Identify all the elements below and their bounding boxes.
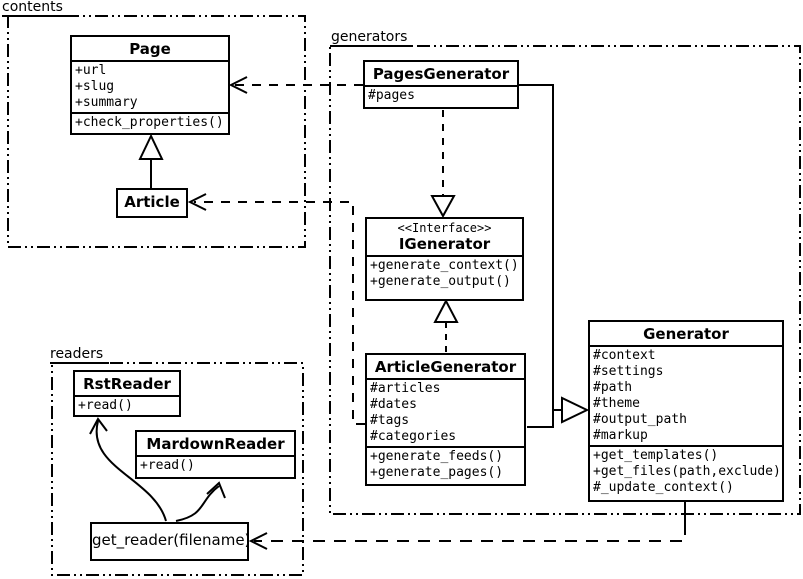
method-row: +read() — [78, 398, 133, 413]
class-rstreader-title: RstReader — [83, 375, 171, 393]
attribute-row: #pages — [368, 88, 415, 103]
class-article-title: Article — [124, 193, 180, 211]
attribute-row: #settings — [593, 364, 664, 379]
method-row: +read() — [140, 458, 195, 473]
package-label-readers: readers — [50, 347, 110, 364]
class-pagesgenerator-attributes: #pages — [365, 85, 517, 105]
arrowhead-open-getreader — [248, 532, 268, 550]
edge-getreader-to-rstreader — [95, 420, 167, 522]
method-row: +generate_output() — [370, 274, 511, 289]
arrowhead-open-rstreader — [89, 417, 108, 435]
arrowhead-triangle-page — [138, 133, 164, 160]
class-articlegenerator-title: ArticleGenerator — [374, 358, 517, 376]
method-row: +get_files(path,exclude) — [593, 464, 781, 479]
edge-articlegenerator-uses-article — [194, 201, 365, 425]
class-articlegenerator: ArticleGenerator #articles #dates #tags … — [365, 353, 526, 486]
class-mardownreader-title: MardownReader — [146, 435, 285, 453]
package-border-generators — [329, 45, 801, 515]
class-generator-title: Generator — [643, 325, 729, 343]
class-generator: Generator #context #settings #path #them… — [588, 320, 784, 502]
attribute-row: +url — [75, 63, 107, 78]
package-label-generators: generators — [331, 30, 414, 47]
method-row: +generate_pages() — [370, 465, 504, 480]
class-articlegenerator-attributes: #articles #dates #tags #categories — [367, 378, 524, 446]
class-page: Page +url +slug +summary +check_properti… — [70, 35, 230, 135]
class-igenerator: <<Interface>> IGenerator +generate_conte… — [365, 217, 524, 301]
edge-getreader-to-mardownreader — [175, 485, 220, 522]
method-row: #_update_context() — [593, 480, 734, 495]
package-label-contents: contents — [2, 0, 69, 17]
class-mardownreader: MardownReader +read() — [135, 430, 296, 479]
attribute-row: #output_path — [593, 412, 687, 427]
arrowhead-triangle-igenerator-top — [430, 195, 456, 219]
class-mardownreader-methods: +read() — [137, 455, 294, 475]
method-row: +get_templates() — [593, 448, 719, 463]
attribute-row: +summary — [75, 95, 138, 110]
package-border-readers — [51, 362, 304, 576]
attribute-row: #context — [593, 348, 656, 363]
attribute-row: #articles — [370, 381, 441, 396]
arrowhead-open-page — [228, 76, 248, 94]
attribute-row: #theme — [593, 396, 640, 411]
arrowhead-triangle-generator — [561, 396, 590, 424]
class-igenerator-title: IGenerator — [398, 235, 491, 253]
class-generator-attributes: #context #settings #path #theme #output_… — [590, 345, 782, 445]
attribute-row: #categories — [370, 429, 457, 444]
arrowhead-open-article — [187, 193, 207, 211]
edge-generator-uses-getreader — [254, 523, 686, 542]
package-border-contents — [7, 15, 306, 248]
attribute-row: #path — [593, 380, 633, 395]
attribute-row: #tags — [370, 413, 410, 428]
method-row: +generate_context() — [370, 258, 519, 273]
class-rstreader-methods: +read() — [75, 395, 179, 415]
class-page-methods: +check_properties() — [72, 112, 228, 132]
attribute-row: +slug — [75, 79, 115, 94]
function-get-reader: get_reader(filename) — [90, 522, 249, 561]
method-row: +check_properties() — [75, 115, 224, 130]
attribute-row: #dates — [370, 397, 417, 412]
arrowhead-triangle-igenerator-bottom — [433, 298, 459, 323]
class-generator-methods: +get_templates() +get_files(path,exclude… — [590, 445, 782, 497]
method-row: +generate_feeds() — [370, 449, 504, 464]
class-article: Article — [116, 188, 188, 218]
class-pagesgenerator-title: PagesGenerator — [372, 65, 510, 83]
class-page-title: Page — [129, 40, 171, 58]
attribute-row: #markup — [593, 428, 648, 443]
class-igenerator-stereotype: <<Interface>> — [397, 221, 492, 235]
arrowhead-open-mardownreader — [206, 481, 226, 499]
function-get-reader-label: get_reader(filename) — [92, 531, 249, 549]
class-rstreader: RstReader +read() — [73, 370, 181, 417]
class-igenerator-methods: +generate_context() +generate_output() — [367, 255, 522, 291]
edge-pagesgenerator-extends-generator — [518, 84, 554, 428]
class-page-attributes: +url +slug +summary — [72, 60, 228, 112]
class-pagesgenerator: PagesGenerator #pages — [363, 60, 519, 109]
class-articlegenerator-methods: +generate_feeds() +generate_pages() — [367, 446, 524, 482]
